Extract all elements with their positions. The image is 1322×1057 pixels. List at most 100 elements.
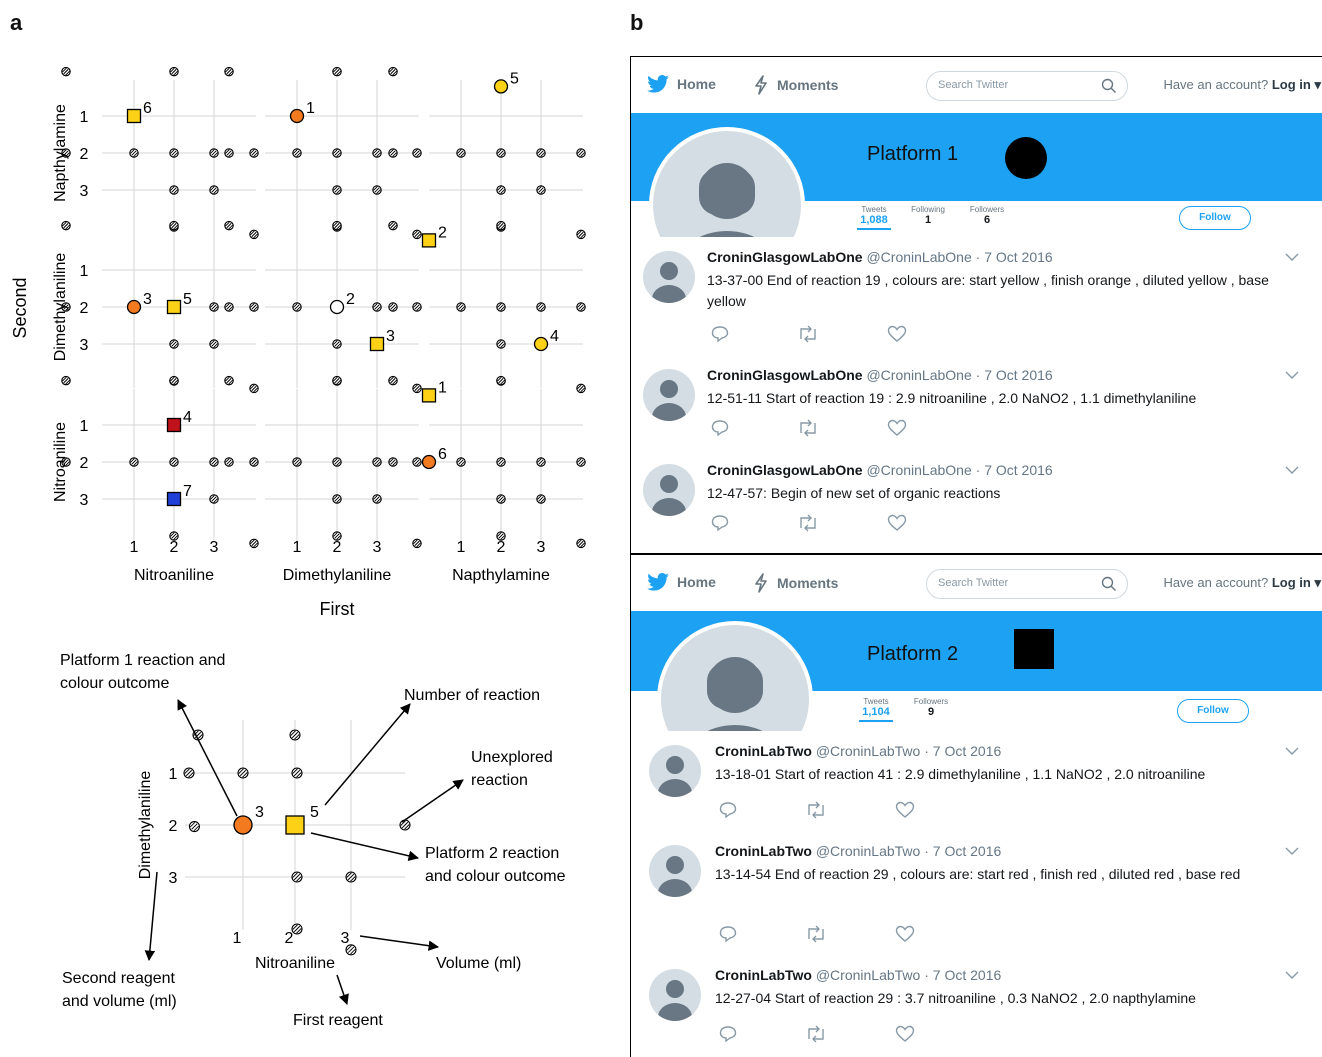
tweet-avatar[interactable] [649,745,701,797]
login-link[interactable]: Log in [1271,77,1311,92]
tweet[interactable]: CroninLabTwo @CroninLabTwo · 7 Oct 2016 … [631,955,1322,1057]
dot-hatch [414,385,420,392]
tweet[interactable]: CroninLabTwo @CroninLabTwo · 7 Oct 2016 … [631,831,1322,956]
reply-icon[interactable] [719,925,737,948]
follow-button[interactable]: Follow [1179,206,1251,230]
tweet-date[interactable]: · 7 Oct 2016 [924,743,1002,759]
unexplored-reaction-dot [496,375,506,386]
dot-hatch [251,150,257,156]
retweet-icon[interactable] [797,325,819,348]
tweet-author-name[interactable]: CroninLabTwo [715,843,812,859]
reply-icon[interactable] [711,419,729,442]
dot-hatch [213,189,218,194]
dot-hatch [540,461,545,466]
retweet-icon[interactable] [797,419,819,442]
login-link[interactable]: Log in [1271,575,1311,590]
tweet-author-name[interactable]: CroninGlasgowLabOne [707,249,863,265]
like-icon[interactable] [887,419,907,442]
tweet[interactable]: CroninGlasgowLabOne @CroninLabOne · 7 Oc… [631,450,1322,553]
search-input[interactable]: Search Twitter [926,71,1128,101]
retweet-icon[interactable] [797,514,819,537]
tweet-avatar[interactable] [643,369,695,421]
tweet-avatar[interactable] [649,845,701,897]
retweet-icon[interactable] [805,1025,827,1048]
tweet-date[interactable]: · 7 Oct 2016 [975,462,1053,478]
tweet-handle[interactable]: @CroninLabOne [866,367,972,383]
dot-hatch [392,306,397,311]
search-icon[interactable] [1101,576,1117,597]
chevron-down-icon[interactable] [1285,462,1299,480]
stat-followers[interactable]: Followers 6 [965,205,1009,226]
tweet-author-name[interactable]: CroninGlasgowLabOne [707,367,863,383]
dot-hatch [347,873,355,881]
reply-icon[interactable] [711,514,729,537]
like-icon[interactable] [887,514,907,537]
tweet-avatar[interactable] [643,251,695,303]
reaction-square-marker [166,491,182,507]
chevron-down-icon[interactable]: ▾ [1310,575,1321,590]
search-input[interactable]: Search Twitter [926,569,1128,599]
tweet-author-name[interactable]: CroninGlasgowLabOne [707,462,863,478]
tweet-handle[interactable]: @CroninLabTwo [815,743,921,759]
nav-moments[interactable]: Moments [753,573,838,596]
tweet-handle[interactable]: @CroninLabTwo [815,967,921,983]
chevron-down-icon[interactable] [1285,367,1299,385]
dot-hatch [334,150,340,156]
reply-icon[interactable] [719,1025,737,1048]
stat-tweets[interactable]: Tweets 1,104 [859,697,893,722]
unexplored-reaction-dot [372,494,382,504]
stat-followers[interactable]: Followers 9 [909,697,953,718]
tweet-author-name[interactable]: CroninLabTwo [715,967,812,983]
unexplored-reaction-dot [388,220,398,231]
follow-button[interactable]: Follow [1177,699,1249,723]
unexplored-reaction-dot [372,185,382,195]
tweet[interactable]: CroninGlasgowLabOne @CroninLabOne · 7 Oc… [631,237,1322,356]
tweet-handle[interactable]: @CroninLabTwo [815,843,921,859]
tweet-date[interactable]: · 7 Oct 2016 [924,967,1002,983]
tweet-date[interactable]: · 7 Oct 2016 [975,249,1053,265]
tweet[interactable]: CroninLabTwo @CroninLabTwo · 7 Oct 2016 … [631,731,1322,832]
tweet[interactable]: CroninGlasgowLabOne @CroninLabOne · 7 Oc… [631,355,1322,451]
dot-hatch [250,384,255,390]
dot-hatch [498,341,504,347]
reaction-number-label: 1 [306,100,315,117]
retweet-icon[interactable] [805,801,827,824]
tweet-author-name[interactable]: CroninLabTwo [715,743,812,759]
dot-hatch [333,495,338,500]
retweet-icon[interactable] [805,925,827,948]
nav-home[interactable]: Home [647,573,716,594]
chevron-down-icon[interactable] [1285,843,1299,861]
like-icon[interactable] [895,1025,915,1048]
reaction-square-marker [166,417,182,433]
tweet-date[interactable]: · 7 Oct 2016 [924,843,1002,859]
like-icon[interactable] [895,801,915,824]
nav-moments[interactable]: Moments [753,75,838,98]
stat-following[interactable]: Following 1 [907,205,949,226]
chevron-down-icon[interactable] [1285,249,1299,267]
dot-hatch [65,461,70,466]
reply-icon[interactable] [711,325,729,348]
dot-hatch [577,149,582,154]
column-tick-label: 1 [130,539,139,556]
dot-hatch [497,532,502,537]
tweet-handle[interactable]: @CroninLabOne [866,249,972,265]
unexplored-reaction-dot [576,383,586,394]
tweet-date[interactable]: · 7 Oct 2016 [975,367,1053,383]
chevron-down-icon[interactable] [1285,743,1299,761]
dot-hatch [414,304,420,310]
like-icon[interactable] [887,325,907,348]
chevron-down-icon[interactable] [1285,967,1299,985]
tweet-avatar[interactable] [643,464,695,516]
unexplored-reaction-dot [388,302,398,312]
search-icon[interactable] [1101,78,1117,99]
stat-tweets[interactable]: Tweets 1,088 [857,205,891,230]
tweet-handle[interactable]: @CroninLabOne [866,462,972,478]
chevron-down-icon[interactable]: ▾ [1310,77,1321,92]
nav-home[interactable]: Home [647,75,716,96]
reply-icon[interactable] [719,801,737,824]
annotation-arrow [359,935,440,951]
like-icon[interactable] [895,925,915,948]
tweet-avatar[interactable] [649,969,701,1021]
annotation-arrow [401,779,464,823]
